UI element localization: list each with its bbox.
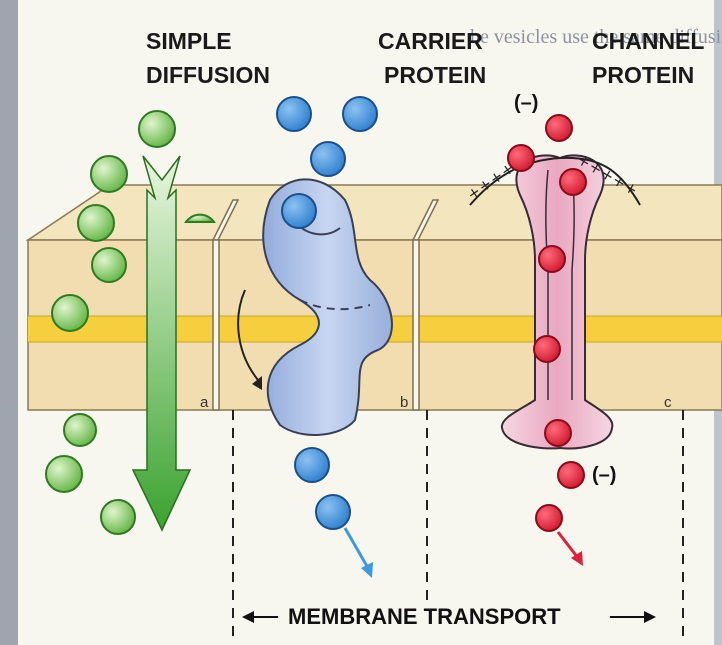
membrane-transport-label: MEMBRANE TRANSPORT	[288, 604, 561, 630]
channel-label-line2: PROTEIN	[592, 62, 694, 88]
panel-letter-a: a	[200, 394, 208, 411]
negative-charge-bottom: (–)	[592, 464, 616, 487]
simple-label-line1: SIMPLE	[146, 28, 232, 54]
carrier-label-line1: CARRIER	[378, 28, 483, 54]
channel-label-line1: CHANNEL	[592, 28, 704, 54]
panel-letter-b: b	[400, 394, 408, 411]
simple-label-line2: DIFFUSION	[146, 62, 270, 88]
negative-charge-top: (–)	[514, 92, 538, 115]
panel-letter-c: c	[664, 394, 672, 411]
carrier-label-line2: PROTEIN	[384, 62, 486, 88]
